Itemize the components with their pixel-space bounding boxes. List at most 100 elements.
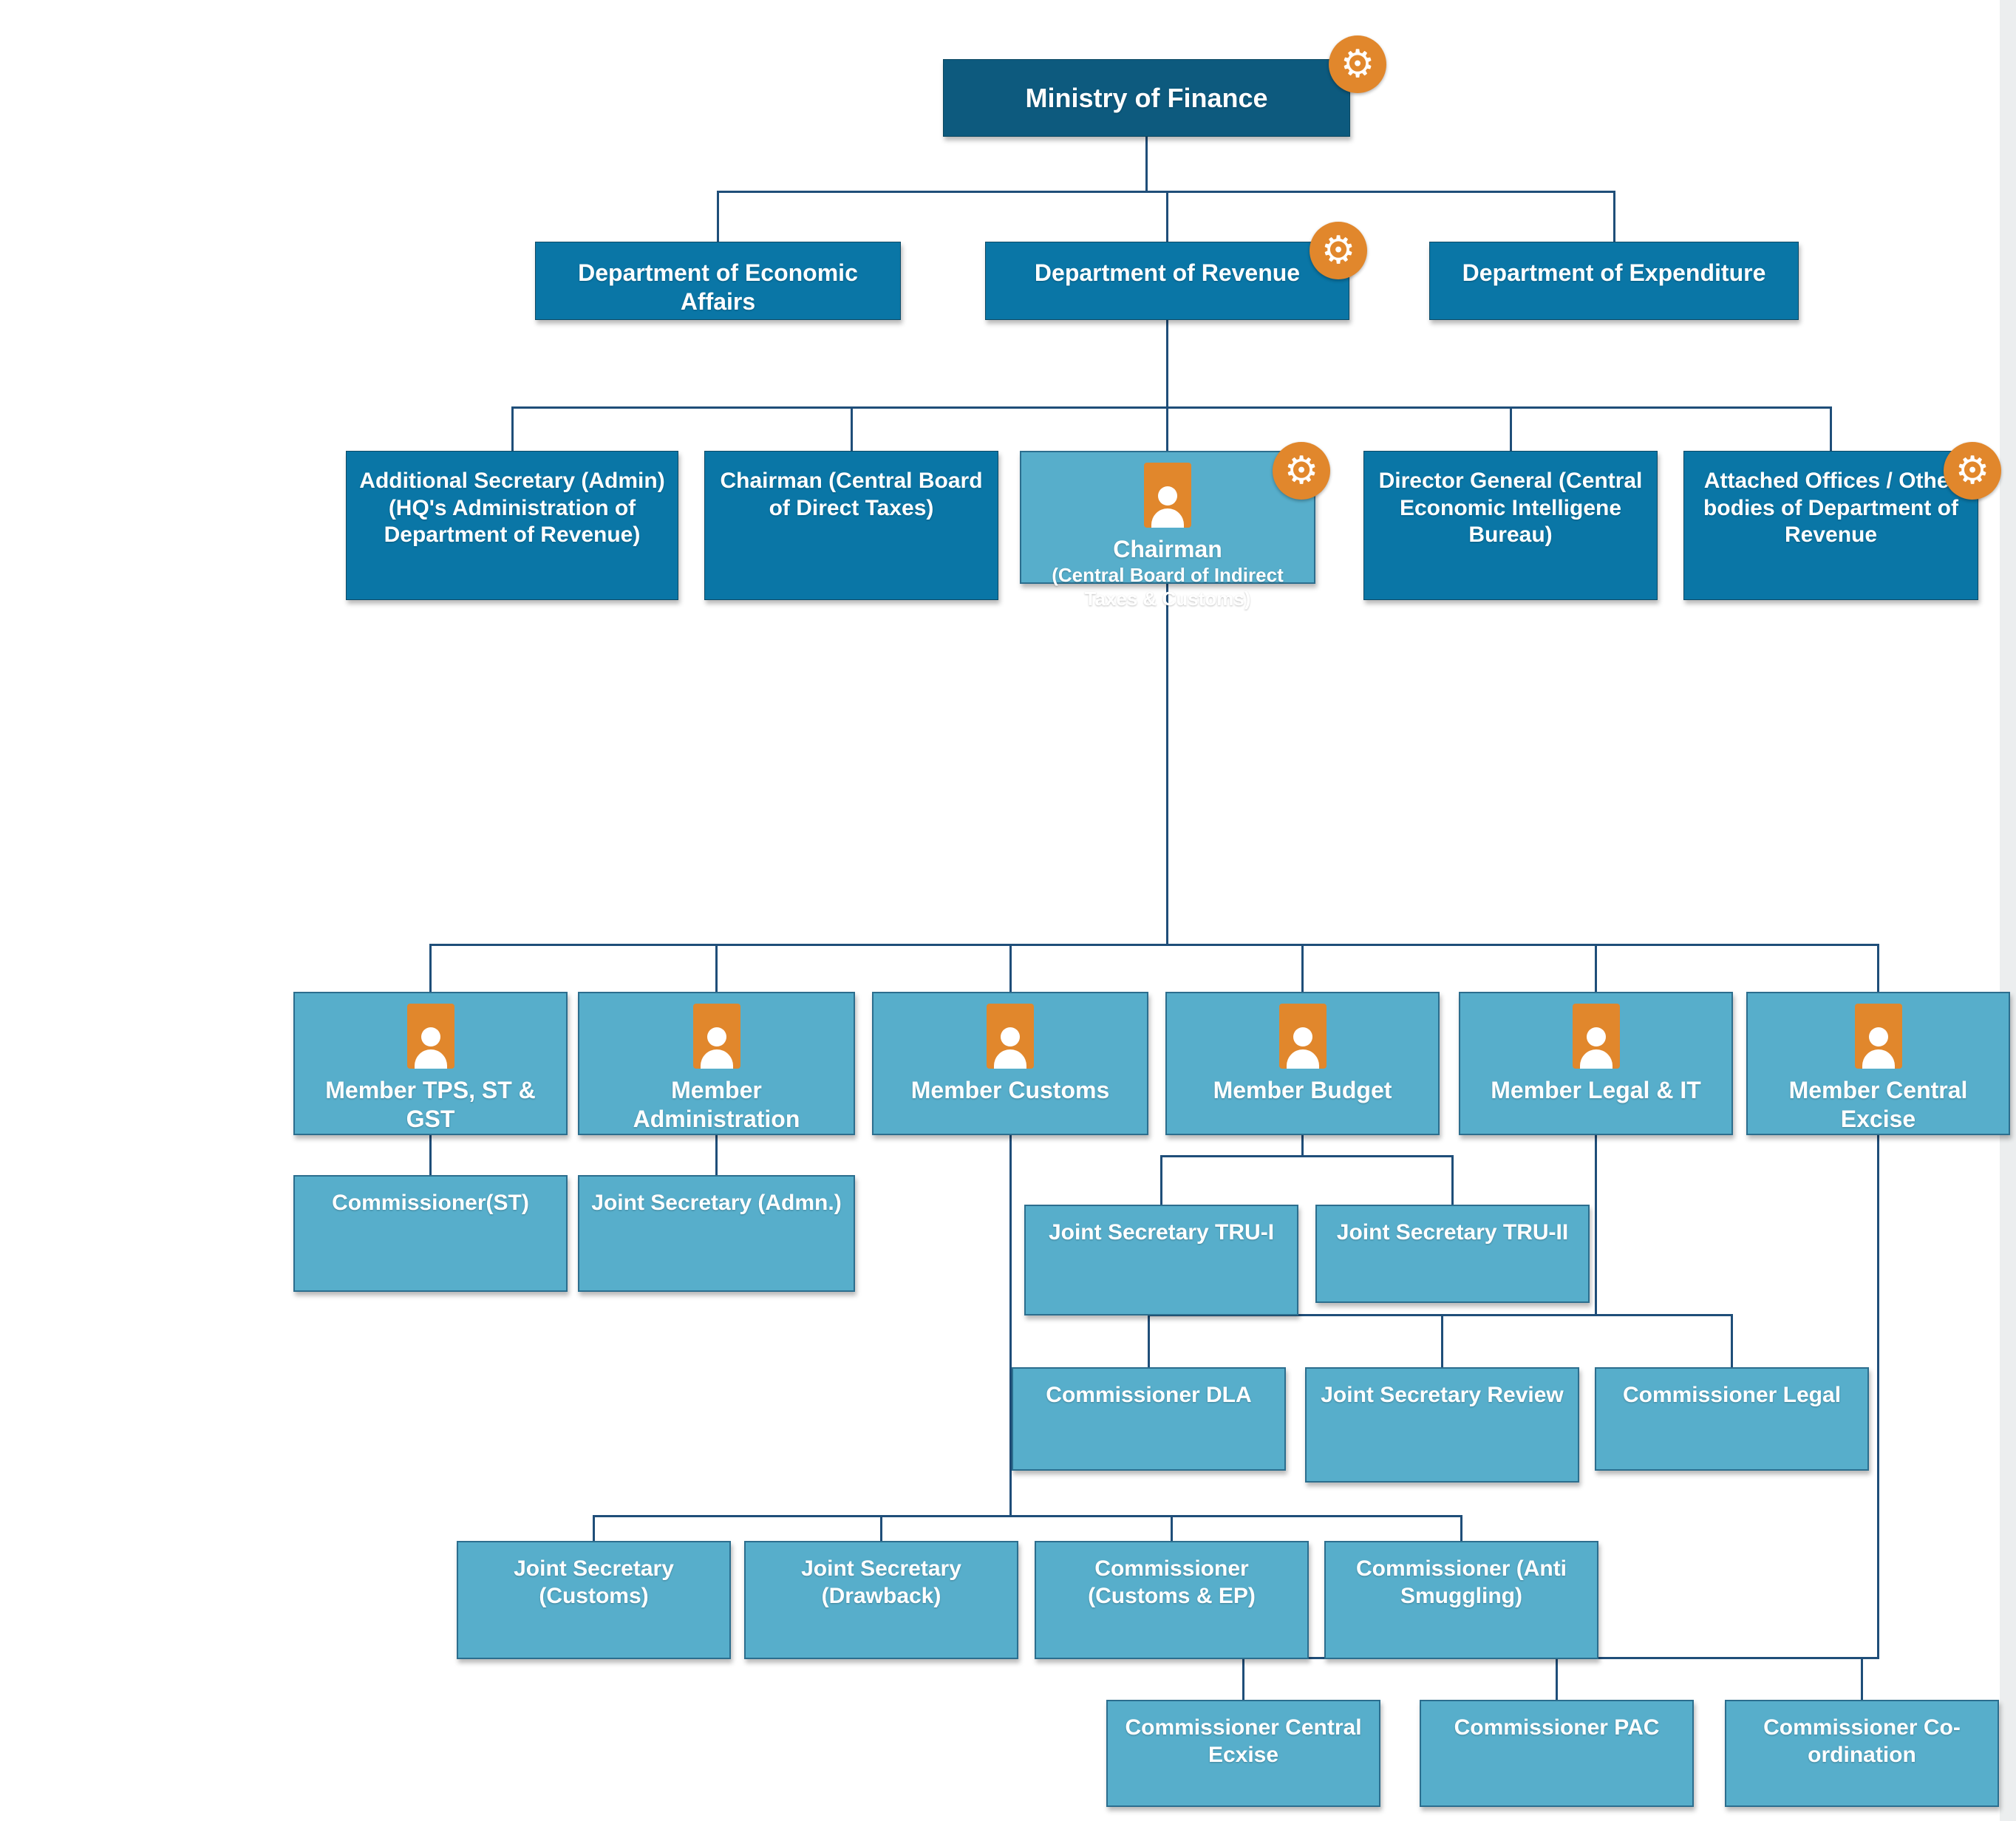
connector-line [715,944,718,993]
connector-line [880,1515,882,1542]
person-icon [1854,1004,1902,1069]
connector-line [851,406,853,452]
node-commissioner-pac[interactable]: Commissioner PAC [1420,1700,1694,1807]
node-label: Joint Secretary Review [1321,1383,1564,1407]
node-department-of-expenditure[interactable]: Department of Expenditure [1429,242,1799,320]
connector-line [1242,1657,1244,1701]
connector-line [429,944,1879,946]
node-label: Joint Secretary (Drawback) [801,1556,961,1608]
connector-line [1166,584,1168,946]
node-commissioner-dla[interactable]: Commissioner DLA [1012,1367,1286,1471]
node-joint-secretary-review[interactable]: Joint Secretary Review [1305,1367,1579,1483]
node-joint-secretary-tru-2[interactable]: Joint Secretary TRU-II [1315,1205,1590,1303]
connector-line [1613,191,1615,242]
node-commissioner-anti-smuggling[interactable]: Commissioner (Anti Smuggling) [1324,1541,1598,1659]
node-chairman-cbdt[interactable]: Chairman (Central Board of Direct Taxes) [704,451,998,600]
node-member-legal-it[interactable]: Member Legal & IT [1459,992,1733,1135]
node-chairman-cbic[interactable]: Chairman (Central Board of Indirect Taxe… [1020,451,1315,610]
node-member-administration[interactable]: Member Administration [578,992,855,1135]
node-commissioner-central-excise[interactable]: Commissioner Central Ecxise [1106,1700,1380,1807]
connector-line [1171,1515,1173,1542]
node-label: Commissioner Legal [1622,1383,1842,1407]
node-sublabel: (Central Board of Indirect Taxes & Custo… [1052,564,1284,610]
connector-line [1148,1314,1150,1369]
page-edge [2000,0,2016,1821]
node-label: Department of Economic Affairs [578,259,858,316]
connector-line [1160,1155,1162,1206]
node-member-budget[interactable]: Member Budget [1165,992,1440,1135]
node-label: Joint Secretary (Admn.) [591,1191,842,1215]
gear-icon[interactable]: ⚙ [1310,222,1367,279]
connector-line [1877,944,1879,993]
node-label: Chairman (Central Board of Direct Taxes) [720,469,983,520]
gear-icon[interactable]: ⚙ [1273,442,1330,500]
node-label: Joint Secretary TRU-I [1048,1220,1275,1245]
node-label: Ministry of Finance [1025,82,1268,113]
node-label: Commissioner Co-ordination [1763,1715,1961,1767]
node-department-of-revenue[interactable]: Department of Revenue [985,242,1349,320]
connector-line [511,406,1831,409]
person-icon [1278,1004,1327,1069]
node-joint-secretary-tru-1[interactable]: Joint Secretary TRU-I [1024,1205,1298,1315]
node-label: Member Administration [633,1077,800,1133]
node-department-of-economic-affairs[interactable]: Department of Economic Affairs [535,242,901,320]
node-director-general-ceib[interactable]: Director General (Central Economic Intel… [1363,451,1658,600]
connector-line [1830,406,1832,452]
person-icon [1144,463,1191,528]
node-label: Commissioner Central Ecxise [1125,1715,1362,1767]
node-label: Member Budget [1213,1077,1392,1103]
node-label: Joint Secretary (Customs) [514,1556,674,1608]
connector-line [429,1135,432,1177]
gear-icon[interactable]: ⚙ [1329,35,1386,93]
node-label: Commissioner (Customs & EP) [1088,1556,1256,1608]
person-icon [987,1004,1034,1069]
connector-line [429,944,432,993]
node-member-tps-st-gst[interactable]: Member TPS, ST & GST [293,992,568,1135]
connector-line [1877,1135,1879,1659]
node-commissioner-co-ordination[interactable]: Commissioner Co-ordination [1725,1700,1999,1807]
gear-icon[interactable]: ⚙ [1944,442,2001,500]
connector-line [715,1135,718,1177]
connector-line [1731,1314,1733,1369]
node-joint-secretary-admn[interactable]: Joint Secretary (Admn.) [578,1175,855,1292]
node-label: Chairman [1113,536,1222,562]
connector-line [1166,406,1168,452]
connector-line [511,406,514,452]
node-commissioner-st[interactable]: Commissioner(ST) [293,1175,568,1292]
connector-line [1166,191,1168,242]
node-ministry-of-finance[interactable]: Ministry of Finance [943,59,1350,137]
node-label: Attached Offices / Other bodies of Depar… [1703,469,1958,548]
node-label: Commissioner(ST) [332,1191,529,1215]
person-icon [1572,1004,1620,1069]
connector-line [1301,1135,1304,1157]
connector-line [717,191,1615,193]
connector-line [1145,137,1148,192]
connector-line [1166,320,1168,407]
node-label: Joint Secretary TRU-II [1336,1220,1569,1245]
connector-line [1441,1314,1443,1369]
node-label: Department of Revenue [1034,259,1301,286]
node-label: Member TPS, ST & GST [325,1077,536,1133]
connector-line [1460,1515,1462,1542]
connector-line [1301,944,1304,993]
connector-line [1160,1155,1454,1157]
node-joint-secretary-customs[interactable]: Joint Secretary (Customs) [457,1541,731,1659]
connector-line [1510,406,1512,452]
node-commissioner-customs-ep[interactable]: Commissioner (Customs & EP) [1035,1541,1309,1659]
node-member-customs[interactable]: Member Customs [872,992,1148,1135]
connector-line [717,191,719,242]
node-label: Commissioner DLA [1046,1383,1252,1407]
node-label: Member Legal & IT [1491,1077,1701,1103]
node-label: Department of Expenditure [1462,259,1766,286]
node-additional-secretary-admin[interactable]: Additional Secretary (Admin)(HQ's Admini… [346,451,678,600]
node-commissioner-legal[interactable]: Commissioner Legal [1595,1367,1869,1471]
connector-line [1451,1155,1454,1206]
node-attached-offices[interactable]: Attached Offices / Other bodies of Depar… [1683,451,1978,600]
person-icon [406,1004,454,1069]
node-label: Commissioner (Anti Smuggling) [1355,1556,1567,1608]
node-joint-secretary-drawback[interactable]: Joint Secretary (Drawback) [744,1541,1018,1659]
connector-line [1009,944,1012,993]
connector-line [593,1515,1462,1517]
node-member-central-excise[interactable]: Member Central Excise [1746,992,2010,1135]
